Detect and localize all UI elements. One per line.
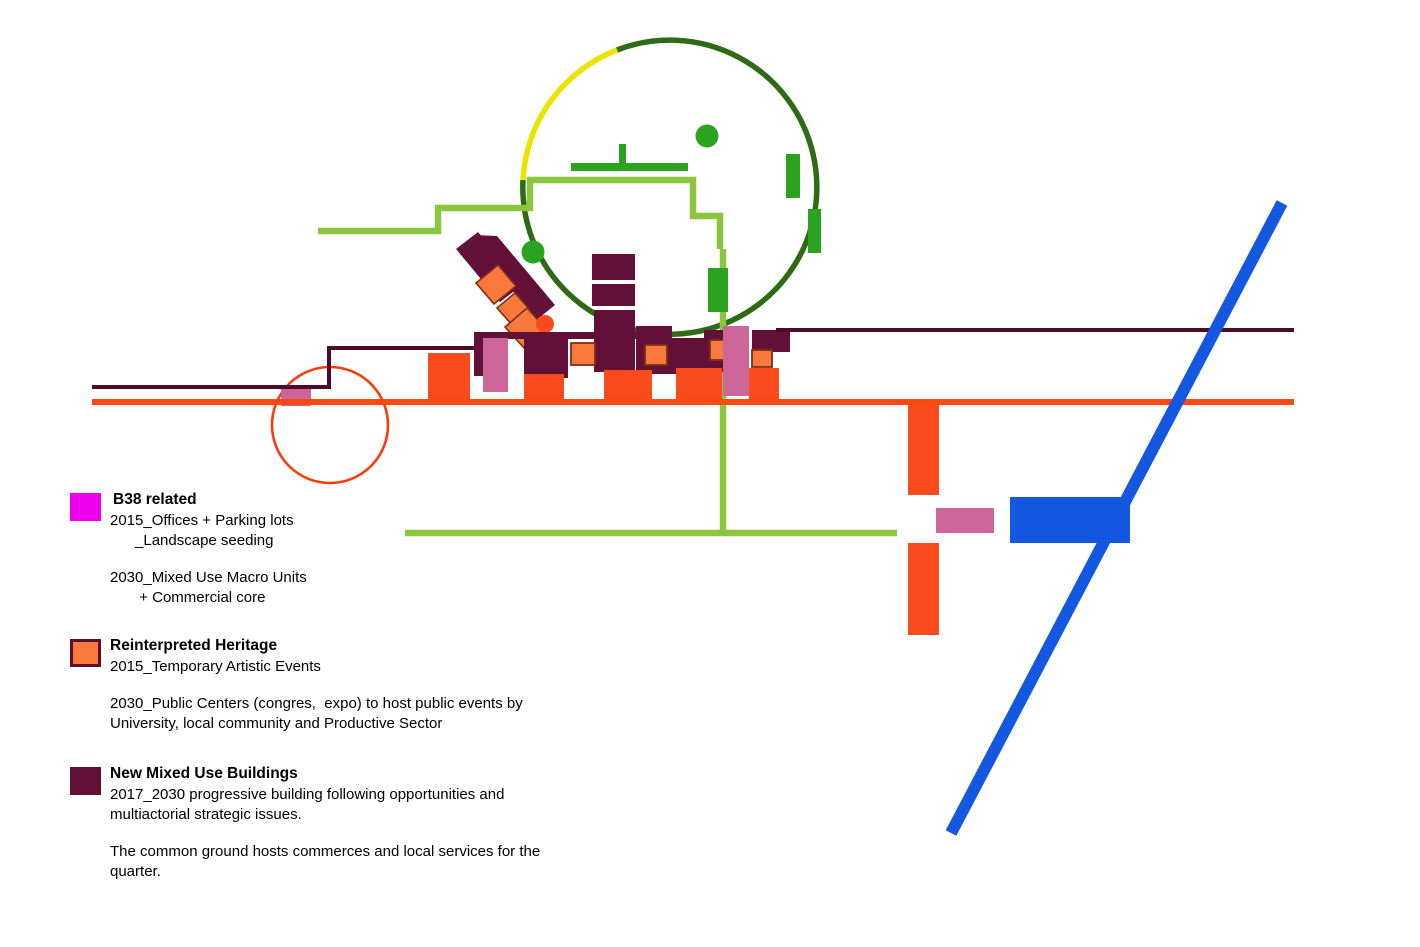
- legend-line-b38-4: + Commercial core: [110, 588, 266, 606]
- pink-b38-column-1: [483, 338, 508, 392]
- orange-dot-marker: [536, 315, 554, 333]
- legend-swatch-b38: [70, 493, 101, 521]
- legend-title-b38: B38 related: [113, 491, 197, 508]
- building-block-tower: [594, 310, 635, 372]
- legend-title-heritage: Reinterpreted Heritage: [110, 636, 278, 654]
- orange-window-1: [570, 342, 596, 366]
- building-c-notch: [636, 326, 672, 332]
- blue-infrastructure-line: [945, 200, 1288, 836]
- legend-line-heritage-2: 2030_Public Centers (congres, expo) to h…: [110, 694, 523, 712]
- legend-line-mixed-3: The common ground hosts commerces and lo…: [110, 842, 541, 860]
- orange-heritage-square-1: [474, 263, 518, 306]
- building-block-top: [592, 254, 635, 280]
- purple-step-outline: [92, 346, 474, 389]
- legend-group-b38: B38 related 2015_Offices + Parking lots …: [70, 490, 630, 608]
- legend-line-mixed-2: multiactorial strategic issues.: [110, 805, 302, 823]
- legend-body-b38: B38 related 2015_Offices + Parking lots …: [70, 490, 630, 608]
- legend-body-mixed-use: New Mixed Use Buildings 2017_2030 progre…: [70, 764, 630, 882]
- legend-line-b38-3: 2030_Mixed Use Macro Units: [110, 569, 307, 587]
- legend-line-heritage-1: 2015_Temporary Artistic Events: [110, 658, 321, 676]
- legend-line-mixed-1: 2017_2030 progressive building following…: [110, 785, 505, 803]
- green-vertical-marker-2: [808, 209, 821, 253]
- green-dot-marker-upper: [695, 124, 719, 148]
- building-row-silhouette: [428, 326, 790, 401]
- green-tick-marker: [619, 144, 626, 163]
- orange-window-2: [644, 344, 668, 366]
- building-f: [752, 330, 790, 352]
- legend-line-heritage-3: University, local community and Producti…: [110, 714, 443, 732]
- building-stack-center: [592, 254, 635, 372]
- green-horizontal-bar-marker: [571, 163, 688, 171]
- orange-vertical-bar-upper: [908, 405, 939, 495]
- building-skyline-path: [474, 338, 483, 376]
- orange-heritage-square-2: [495, 291, 532, 327]
- legend-line-mixed-4: quarter.: [110, 862, 161, 880]
- diagonal-heritage-group: [456, 232, 555, 351]
- legend-body-heritage: Reinterpreted Heritage 2015_Temporary Ar…: [70, 636, 630, 734]
- orange-vertical-bar-lower: [908, 543, 939, 635]
- orange-window-4: [751, 349, 773, 368]
- pink-b38-strip-right: [936, 508, 994, 533]
- pink-b38-column-2: [723, 326, 749, 396]
- perimeter-arc-green-icon: [520, 37, 820, 337]
- building-b-outline: [570, 332, 636, 339]
- diagonal-heritage-bar-b: [474, 235, 555, 322]
- legend-swatch-heritage: [70, 638, 101, 667]
- orange-plinth-5: [749, 368, 779, 400]
- orange-plinth-3: [604, 370, 652, 400]
- perimeter-arc-yellow-icon: [520, 47, 618, 181]
- legend-title-mixed-use: New Mixed Use Buildings: [110, 764, 298, 782]
- orange-plinth-2: [524, 374, 564, 399]
- orange-plinth-4: [676, 368, 722, 400]
- legend: B38 related 2015_Offices + Parking lots …: [70, 490, 630, 904]
- green-dot-marker-lower: [521, 240, 545, 264]
- building-a: [524, 338, 568, 378]
- legend-group-heritage: Reinterpreted Heritage 2015_Temporary Ar…: [70, 636, 630, 734]
- legend-line-b38-2: _Landscape seeding: [110, 532, 274, 550]
- legend-group-mixed-use: New Mixed Use Buildings 2017_2030 progre…: [70, 764, 630, 882]
- building-block-mid: [592, 284, 635, 306]
- legend-line-b38-1: 2015_Offices + Parking lots: [110, 512, 294, 530]
- green-vertical-marker-3: [708, 268, 728, 312]
- green-boundary-polyline: [318, 176, 724, 249]
- perimeter-arc-group: [520, 37, 820, 337]
- building-band-left: [474, 332, 590, 339]
- legend-swatch-mixed-use: [70, 766, 101, 795]
- orange-plinth-1: [428, 353, 470, 401]
- green-vertical-marker-1: [786, 154, 800, 198]
